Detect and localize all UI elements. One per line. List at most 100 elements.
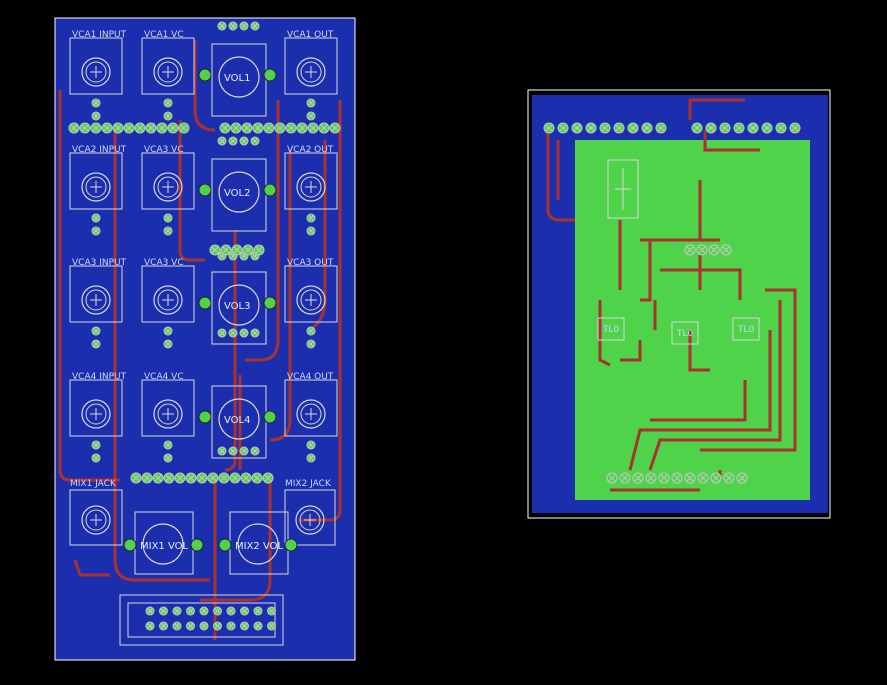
pad [251,472,263,484]
pad [196,472,208,484]
pad [761,122,773,134]
opamp-ic-3[interactable]: TL0 [732,317,760,341]
pad [239,328,249,338]
mix-jack-right[interactable]: MIX2 JACK [284,479,336,546]
pad [242,244,254,256]
jack-vca3-input[interactable]: VCA3 INPUT [69,258,127,349]
mix2-pot-label: MIX2 VOL [235,541,284,552]
pad [684,244,696,256]
jack-vca3-out[interactable]: VCA3 OUT [284,258,338,349]
pad [186,621,195,631]
jack-vca2-out[interactable]: VCA2 OUT [284,145,338,236]
jack-vca4-input[interactable]: VCA4 INPUT [69,372,127,463]
opamp-ic-2[interactable]: TL0 [671,321,699,345]
pad [91,453,101,463]
jack-vca1-out[interactable]: VCA1 OUT [284,30,338,121]
pad [199,621,209,631]
jack-vca4-out[interactable]: VCA4 OUT [284,372,338,463]
pad [228,446,238,456]
mix-jack-left[interactable]: MIX1 JACK [69,479,123,546]
pad [571,122,583,134]
jack-vca3-vc[interactable]: VCA3 VC [141,145,195,236]
pad [226,606,236,616]
pad [228,21,238,31]
mix2-jack-label: MIX2 JACK [285,479,332,489]
pot-vol3[interactable]: VOL3 [198,271,277,345]
pot-vol2[interactable]: VOL2 [198,158,277,232]
pad [163,111,173,121]
pad [68,122,80,134]
left-board-traces [58,40,342,640]
pad [174,472,186,484]
jack-vca2-input[interactable]: VCA2 INPUT [69,145,127,236]
pad [306,453,316,463]
jack-label: VCA4 INPUT [72,372,127,382]
jack-vca3-vc[interactable]: VCA3 VC [141,258,195,349]
mix-pot-right[interactable]: MIX2 VOL [218,511,298,575]
right-main-ic[interactable] [607,159,639,219]
pad [306,226,316,236]
pad [91,326,101,336]
pad [250,328,260,338]
pad [123,122,135,134]
pad [91,213,101,223]
right-board-traces [546,98,797,492]
pad [130,472,142,484]
opamp-label: TL0 [737,325,755,335]
pad [733,122,745,134]
pad [696,244,708,256]
pad [250,21,260,31]
pad [91,111,101,121]
pad [306,213,316,223]
pad [217,446,227,456]
pad [218,472,230,484]
jack-label: VCA4 OUT [287,372,334,382]
pad [296,122,308,134]
pad [213,621,222,631]
pad [747,122,759,134]
vca-row-4: VCA4 INPUT VCA4 VC VCA4 OUT VOL4 [69,372,338,463]
right-pcb-board: TL0 TL0 TL0 [527,89,831,519]
pad [606,472,618,484]
pot-label: VOL1 [224,73,250,84]
left-ribbon-connector[interactable] [119,594,284,646]
jack-label: VCA3 VC [144,145,184,155]
opamp-ic-1[interactable]: TL0 [597,317,625,341]
pad [274,122,286,134]
opamp-label: TL0 [602,325,620,335]
pad [163,453,173,463]
left-header-strip-2 [209,244,265,256]
pad [199,606,209,616]
pad [152,472,164,484]
pot-vol4[interactable]: VOL4 [198,385,277,459]
pad [684,472,696,484]
jack-label: VCA2 INPUT [72,145,127,155]
mix1-pot-label: MIX1 VOL [140,541,189,552]
pad [241,122,253,134]
pad [167,122,179,134]
pad [613,122,625,134]
pad [172,606,182,616]
left-header-strip-3 [130,472,274,484]
pad [627,122,639,134]
opamp-label: TL0 [676,329,694,339]
pad [719,122,731,134]
pad [112,122,124,134]
pad [217,328,227,338]
pad [655,122,667,134]
pad [231,244,243,256]
jack-vca1-input[interactable]: VCA1 INPUT [69,30,127,121]
jack-label: VCA1 VC [144,30,184,40]
pad [306,326,316,336]
pad [775,122,787,134]
mix-pot-left[interactable]: MIX1 VOL [123,511,204,575]
pad [91,440,101,450]
pot-vol1[interactable]: VOL1 [198,43,277,117]
pad [307,122,319,134]
jack-vca1-vc[interactable]: VCA1 VC [141,30,195,121]
pad [207,472,219,484]
pad [658,472,670,484]
jack-vca4-vc[interactable]: VCA4 VC [141,372,195,463]
